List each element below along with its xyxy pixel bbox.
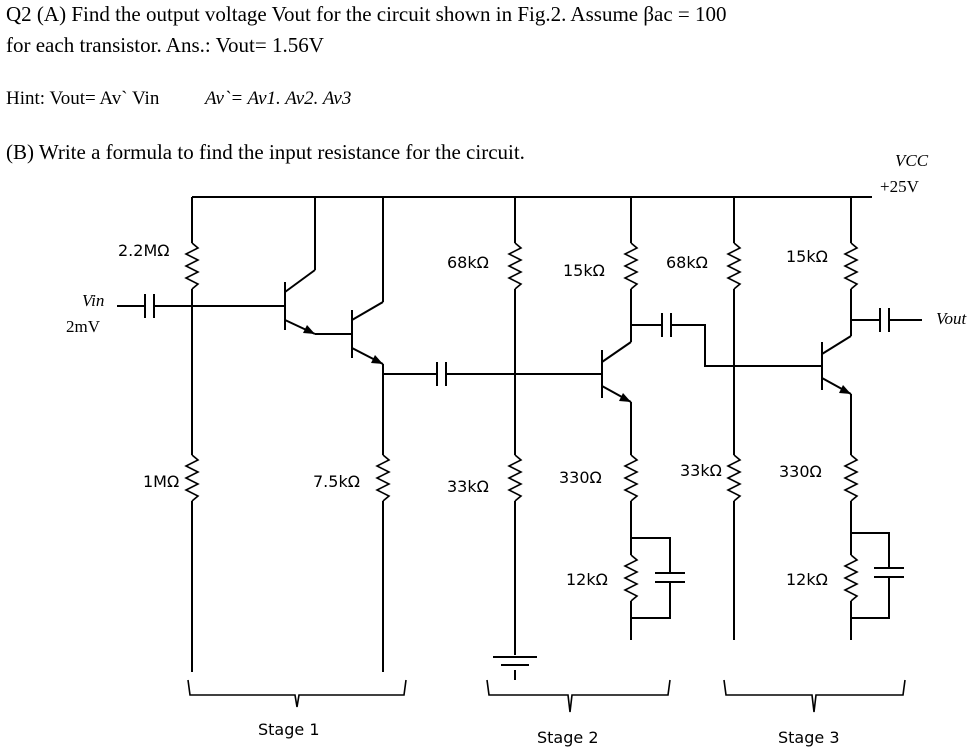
r-15k-b [843,242,859,290]
vin-label: Vin [82,291,104,310]
question-part-a-line2: for each transistor. Ans.: Vout= 1.56V [6,33,324,57]
q4-collector [821,335,852,355]
label-r-15k-a: 15kΩ [563,261,605,280]
bypass-cap-b-bottom-wire [851,577,890,619]
label-r-12k-b: 12kΩ [786,570,828,589]
label-r-330-a: 330Ω [559,468,602,487]
r-68k-a [507,242,523,290]
q4-emitter-arrow [839,385,851,394]
stage-2-label: Stage 2 [537,728,599,747]
stage-3-label: Stage 3 [778,728,840,747]
r-15k-a [623,242,639,290]
bypass-cap-a-top-wire [631,537,671,573]
r-33k-a [507,454,523,502]
label-r-33k-b: 33kΩ [680,461,722,480]
r-7-5k [375,454,391,502]
hint-right: Av`= Av1. Av2. Av3 [205,88,352,109]
vout-label: Vout [936,309,968,328]
stage1-brace [187,679,407,708]
r-330-a [623,454,639,502]
label-r-12k-a: 12kΩ [566,570,608,589]
q2-collector [351,301,384,321]
label-r-15k-b: 15kΩ [786,247,828,266]
label-r-330-b: 330Ω [779,462,822,481]
vcc-label: VCC [895,151,929,170]
bypass-cap-a-bottom-wire [631,582,671,619]
question-part-a-line1: Q2 (A) Find the output voltage Vout for … [6,2,727,26]
label-r-68k-b: 68kΩ [666,253,708,272]
hint-left: Hint: Vout= Av` Vin [6,88,160,109]
question-part-b: (B) Write a formula to find the input re… [6,140,525,164]
label-r-33k-a: 33kΩ [447,477,489,496]
label-r-68k-a: 68kΩ [447,253,489,272]
r-2-2M [184,242,200,290]
stage2-brace [486,679,671,713]
r-12k-b [843,554,859,602]
q3-emitter-arrow [619,393,631,402]
q4-base-wire [671,324,822,367]
label-r-7-5k: 7.5kΩ [313,472,360,491]
bypass-cap-b-top-wire [851,532,890,568]
r-33k-b [726,454,742,502]
stage-1-label: Stage 1 [258,720,320,739]
stage3-brace [723,679,906,713]
q1-collector [284,269,316,293]
r-330-b [843,454,859,502]
label-r-2-2M: 2.2MΩ [118,241,169,260]
q3-collector [601,341,632,363]
r-68k-b [726,242,742,290]
label-r-1M: 1MΩ [143,472,179,491]
r-12k-a [623,554,639,602]
r-1M [184,454,200,502]
vin-value: 2mV [66,317,101,336]
q1-emitter-arrow [303,325,315,334]
q2-emitter-arrow [371,355,383,364]
vcc-value: +25V [880,177,920,196]
